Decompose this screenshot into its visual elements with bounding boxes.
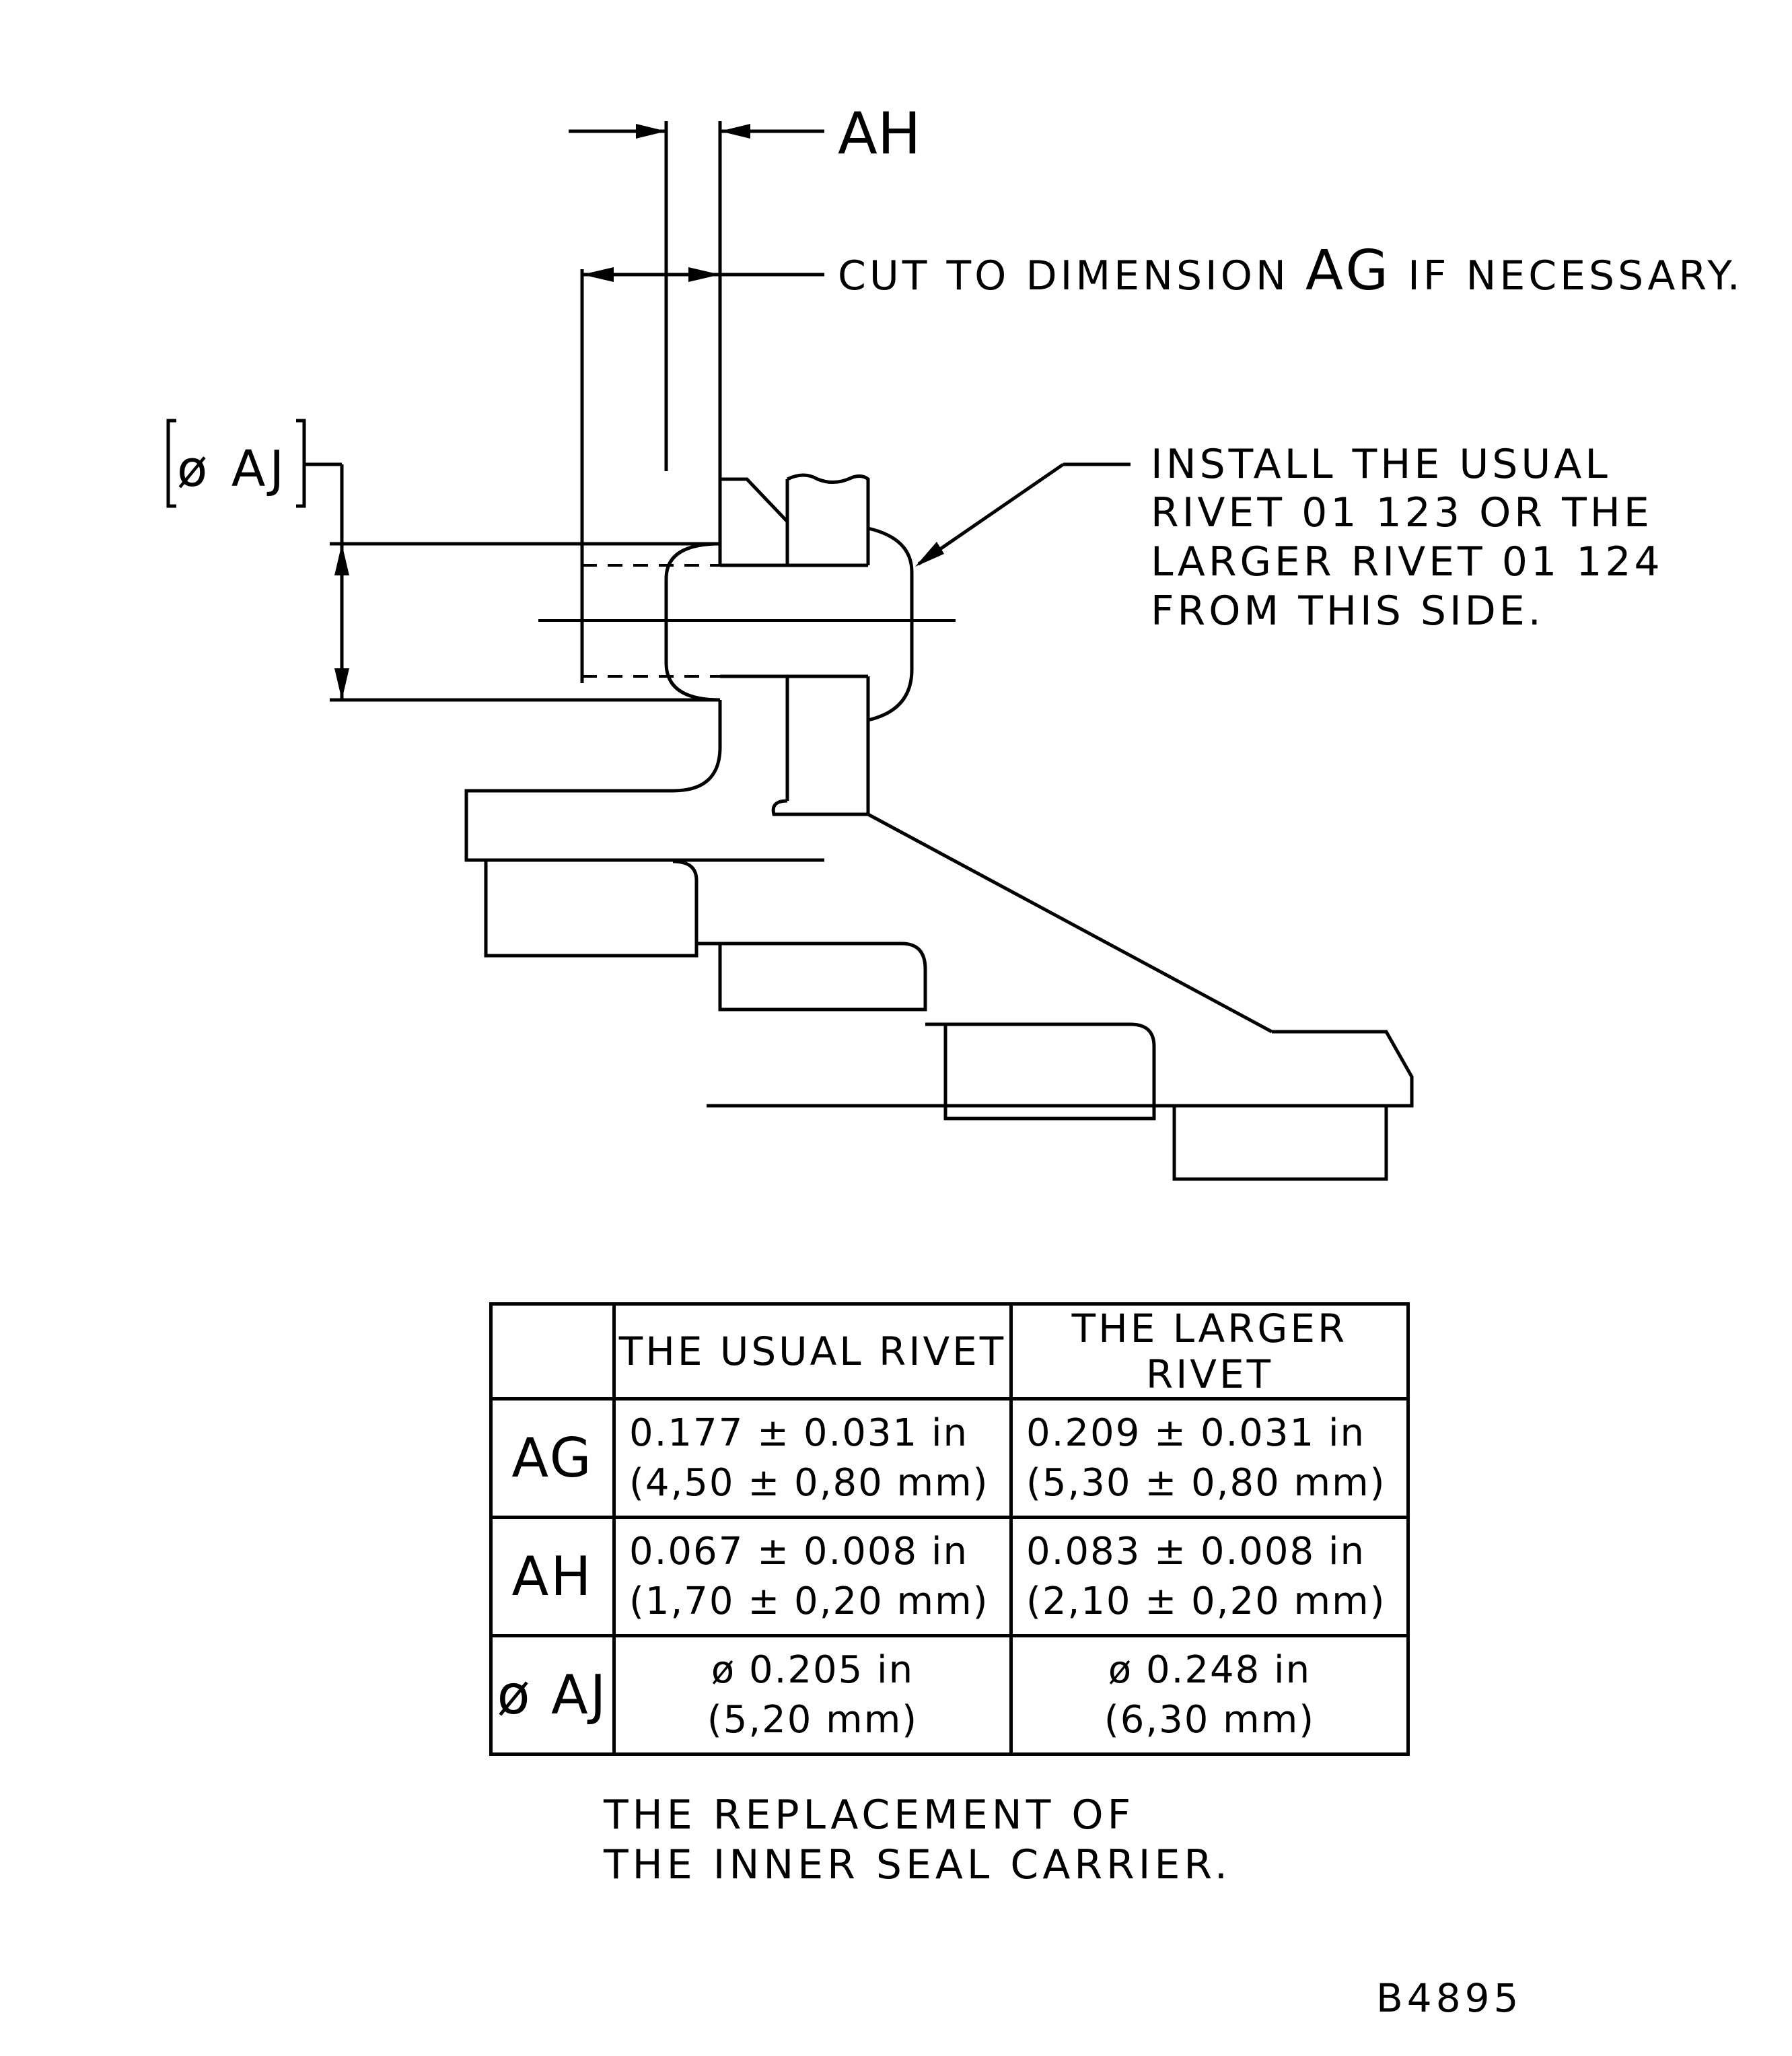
install-line-4: FROM THIS SIDE. — [1151, 588, 1544, 635]
aj-usual-cell: ø 0.205 in (5,20 mm) — [612, 1634, 1013, 1756]
ag-larger-cell: 0.209 ± 0.031 in (5,30 ± 0,80 mm) — [1009, 1397, 1410, 1519]
value-in: 0.067 ± 0.008 in — [629, 1529, 969, 1573]
ah-larger-cell: 0.083 ± 0.008 in (2,10 ± 0,20 mm) — [1009, 1516, 1410, 1637]
value-in: 0.209 ± 0.031 in — [1026, 1411, 1366, 1455]
table-header-larger: THE LARGER RIVET — [1009, 1302, 1410, 1401]
value-mm: (5,20 mm) — [707, 1697, 919, 1742]
table-header-empty — [489, 1302, 616, 1401]
ah-dimension-label: AH — [838, 100, 921, 168]
caption-line-1: THE REPLACEMENT OF — [604, 1792, 1135, 1839]
value-mm: (1,70 ± 0,20 mm) — [629, 1579, 989, 1623]
table-row: AH 0.067 ± 0.008 in (1,70 ± 0,20 mm) 0.0… — [489, 1516, 1410, 1637]
caption-line-2: THE INNER SEAL CARRIER. — [604, 1841, 1231, 1888]
value-mm: (4,50 ± 0,80 mm) — [629, 1460, 989, 1505]
value-in: 0.083 ± 0.008 in — [1026, 1529, 1366, 1573]
value-mm: (2,10 ± 0,20 mm) — [1026, 1579, 1386, 1623]
value-in: 0.177 ± 0.031 in — [629, 1411, 969, 1455]
cut-instruction: CUT TO DIMENSION AG IF NECESSARY. — [838, 239, 1744, 303]
row-key-ag: AG — [489, 1397, 616, 1519]
table-row: AG 0.177 ± 0.031 in (4,50 ± 0,80 mm) 0.2… — [489, 1397, 1410, 1519]
value-mm: (6,30 mm) — [1104, 1697, 1316, 1742]
figure-code: B4895 — [1376, 1975, 1523, 2021]
ag-usual-cell: 0.177 ± 0.031 in (4,50 ± 0,80 mm) — [612, 1397, 1013, 1519]
table-header-usual: THE USUAL RIVET — [612, 1302, 1013, 1401]
table-header-row: THE USUAL RIVET THE LARGER RIVET — [489, 1302, 1410, 1401]
install-line-1: INSTALL THE USUAL — [1151, 441, 1611, 488]
aj-box-label: ø AJ — [177, 440, 288, 498]
ah-dimension: AH — [569, 100, 921, 478]
ag-dimension: CUT TO DIMENSION AG IF NECESSARY. — [580, 239, 1744, 683]
figure-caption: THE REPLACEMENT OF THE INNER SEAL CARRIE… — [604, 1790, 1231, 1890]
value-mm: (5,30 ± 0,80 mm) — [1026, 1460, 1386, 1505]
rivet-dimension-table: THE USUAL RIVET THE LARGER RIVET AG 0.17… — [489, 1302, 1410, 1756]
rivet — [538, 526, 956, 722]
install-note: INSTALL THE USUAL RIVET 01 123 OR THE LA… — [1151, 441, 1663, 635]
seal-carrier — [464, 473, 1414, 1181]
value-in: ø 0.205 in — [711, 1647, 915, 1692]
install-line-2: RIVET 01 123 OR THE — [1151, 489, 1653, 536]
install-line-3: LARGER RIVET 01 124 — [1151, 538, 1663, 586]
value-in: ø 0.248 in — [1108, 1647, 1312, 1692]
aj-larger-cell: ø 0.248 in (6,30 mm) — [1009, 1634, 1410, 1756]
aj-dimension: ø AJ — [166, 419, 720, 702]
row-key-ah: AH — [489, 1516, 616, 1637]
table-row: ø AJ ø 0.205 in (5,20 mm) ø 0.248 in (6,… — [489, 1634, 1410, 1756]
ah-usual-cell: 0.067 ± 0.008 in (1,70 ± 0,20 mm) — [612, 1516, 1013, 1637]
row-key-aj: ø AJ — [489, 1634, 616, 1756]
install-leader — [915, 462, 1131, 567]
